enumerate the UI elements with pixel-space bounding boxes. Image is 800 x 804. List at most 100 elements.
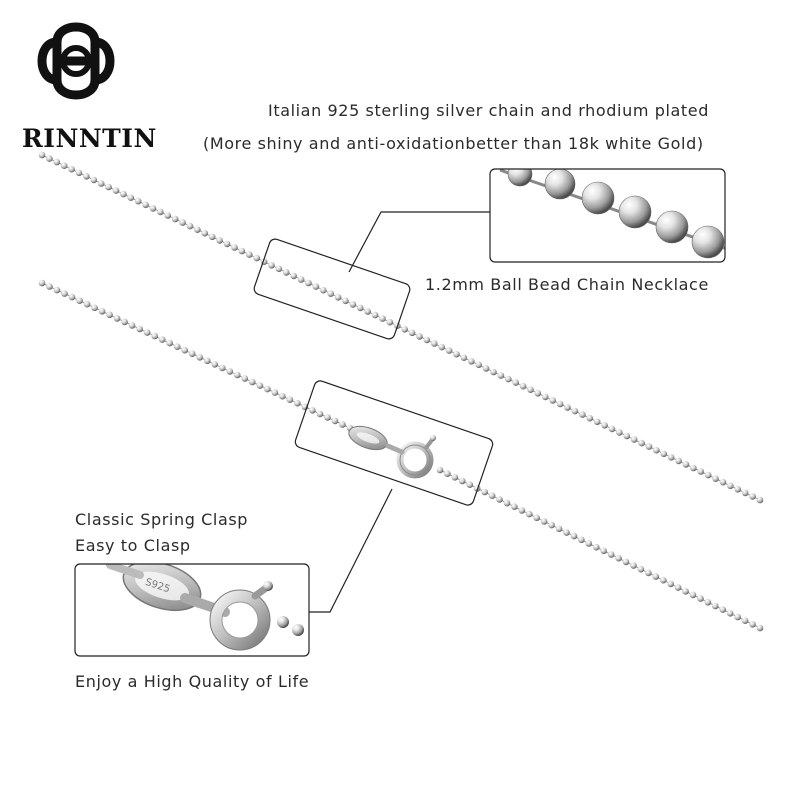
chain-bead [112,187,120,194]
chain-bead [120,190,127,198]
chain-bead [75,169,83,177]
chain-bead [503,499,511,507]
chain-bead [601,422,608,429]
spring-clasp-closeup [348,425,436,479]
chain-bead [53,286,61,294]
chain-bead [689,591,697,599]
chain-bead [488,492,496,500]
chain-bead [194,226,201,233]
chain-bead [166,339,173,347]
chain-bead [38,151,46,159]
chain-bead [756,496,764,504]
chain-bead [527,386,534,394]
chain-bead [607,551,615,558]
zoom-bead [618,195,652,229]
chain-bead [451,474,459,481]
chain-bead [481,488,489,496]
chain-bead [704,599,712,606]
chain-bead [219,364,226,372]
chain-bead [53,158,61,166]
chain-bead [268,262,275,269]
chain-bead [294,399,301,407]
chain-bead [264,385,271,393]
chain-bead [468,358,475,365]
chain-bead [234,371,241,379]
brand-name: RINNTIN [22,124,157,153]
chain-bead [256,382,264,389]
chain-bead [444,470,451,478]
chain-bead [563,529,570,536]
chain-bead [309,407,316,414]
chain-bead [83,300,91,308]
chain-bead [542,393,549,401]
chain-bead [555,525,563,533]
chain-bead [697,595,704,602]
chain-bead [608,425,616,433]
chain-bead [113,315,121,322]
clasp-zoom-frame [74,563,310,657]
chain-bead [164,212,172,219]
chain-bead [630,436,638,443]
zoom-bead [655,210,689,244]
zoom-bead [581,181,615,215]
chain-bead [179,219,186,226]
chain-bead [68,293,76,301]
chain-bead [518,507,526,514]
chain-bead [600,547,607,555]
chain-bead [173,343,181,351]
chain-bead [660,450,668,458]
chain-bead [652,573,660,580]
chain-bead [216,237,223,244]
chain-bead [68,165,75,173]
chain-bead [223,240,231,248]
zoom-bead [544,169,576,200]
callout-frames [74,168,726,657]
chain-bead [339,421,346,428]
chain-bead [408,329,416,337]
zoom-bead [507,169,533,187]
chain-bead [704,471,712,479]
headline-line-2: (More shiny and anti-oxidationbetter tha… [203,134,704,153]
chain-bead [534,390,542,397]
chain-bead [290,272,298,280]
chain-bead [134,197,142,205]
chain-bead [331,417,339,425]
chain-bead [496,496,503,503]
chain-bead [46,155,53,162]
chain-bead [726,610,734,617]
chain-bead [579,411,586,418]
chain-bead [630,562,637,569]
chain-bead [253,254,260,262]
chain-bead [734,613,741,621]
chain-bead [186,222,194,230]
chain-bead [279,392,286,400]
bead-zoom-frame [489,168,726,263]
chain-bead [204,357,211,365]
clasp-label-line-2: Easy to Clasp [75,536,191,555]
chain-bead [196,354,204,361]
chain-bead [105,183,112,191]
chain-bead [653,446,660,454]
chain-bead [76,297,83,305]
chain-bead [386,318,394,326]
chain-bead [697,468,705,475]
headline-line-1: Italian 925 sterling silver chain and rh… [268,101,709,120]
chain-bead [157,208,164,216]
bead-highlight-box [253,238,411,340]
chain-bead [526,510,533,518]
chain-bead [727,482,734,490]
chain-bead [142,201,149,209]
chain-bead [149,205,157,212]
chain-bead [436,466,444,474]
chain-bead [211,361,219,368]
chain-bead [249,378,256,386]
chain-bead [201,229,209,237]
chain-bead [283,269,290,276]
chain-bead [312,283,320,290]
chain-bead [749,621,756,628]
chain-bead [593,543,600,551]
chain-bead [416,333,423,340]
chain-bead [637,565,645,573]
chain-bead [586,414,594,422]
